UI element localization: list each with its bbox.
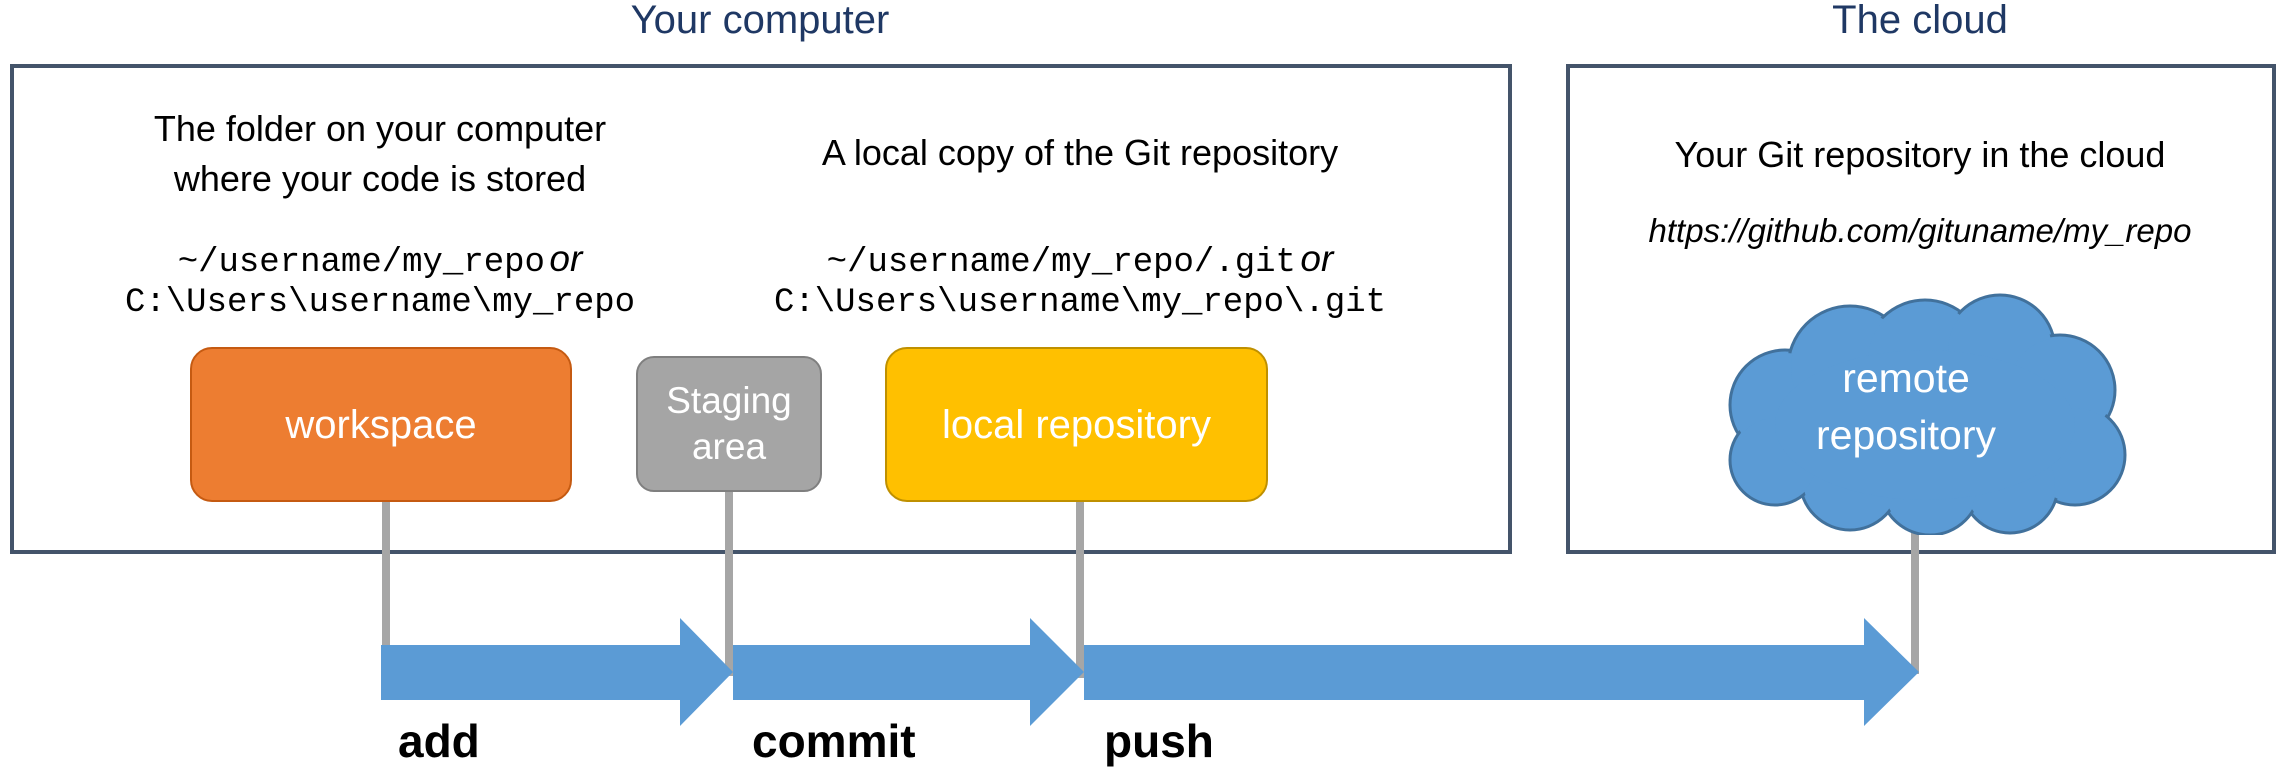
local-repository-description: A local copy of the Git repository (821, 132, 1339, 173)
local-repository-path-windows: C:\Users\username\my_repo\.git (773, 284, 1387, 322)
workspace-box: workspace (190, 347, 572, 502)
push-step-label: push (1104, 715, 1214, 767)
local-repository-connector-line (1076, 500, 1084, 678)
push-arrow (1084, 618, 1919, 726)
remote-repository-cloud (1728, 293, 2127, 535)
workspace-description-line1: The folder on your computer (153, 108, 607, 149)
remote-repository-label: remote repository (1746, 350, 2066, 464)
add-step-label: add (398, 715, 480, 767)
workspace-path-line1: ~/username/my_repo or (40, 236, 720, 290)
cloud-url: https://github.com/gituname/my_repo (1648, 212, 2192, 249)
workspace-path-or: or (549, 238, 583, 279)
local-repository-label: local repository (941, 402, 1211, 447)
staging-label-line1: Staging (666, 380, 792, 421)
remote-label-line2: repository (1815, 412, 1996, 458)
local-repository-path-unix: ~/username/my_repo/.git (826, 244, 1296, 282)
local-repository-box: local repository (885, 347, 1268, 502)
staging-label-line2: area (691, 426, 767, 467)
staging-connector-line (725, 488, 733, 676)
local-repository-path-line1: ~/username/my_repo/.git or (730, 236, 1430, 290)
workspace-path-unix: ~/username/my_repo (177, 244, 545, 282)
workspace-label: workspace (285, 402, 477, 447)
cloud-connector-line (1911, 522, 1919, 674)
workspace-path-windows: C:\Users\username\my_repo (124, 284, 636, 322)
commit-arrow (733, 618, 1084, 726)
workspace-description-line2: where your code is stored (173, 158, 587, 199)
add-arrow (381, 618, 733, 726)
your-computer-title: Your computer (630, 0, 890, 42)
workspace-connector-line (382, 500, 390, 650)
cloud-description: Your Git repository in the cloud (1674, 134, 2166, 175)
local-repository-path-or: or (1300, 238, 1334, 279)
commit-step-label: commit (752, 715, 916, 767)
workspace-description: The folder on your computer where your c… (40, 104, 720, 204)
remote-label-line1: remote (1842, 355, 1970, 401)
the-cloud-title: The cloud (1832, 0, 2008, 42)
staging-area-box: Staging area (636, 356, 822, 492)
